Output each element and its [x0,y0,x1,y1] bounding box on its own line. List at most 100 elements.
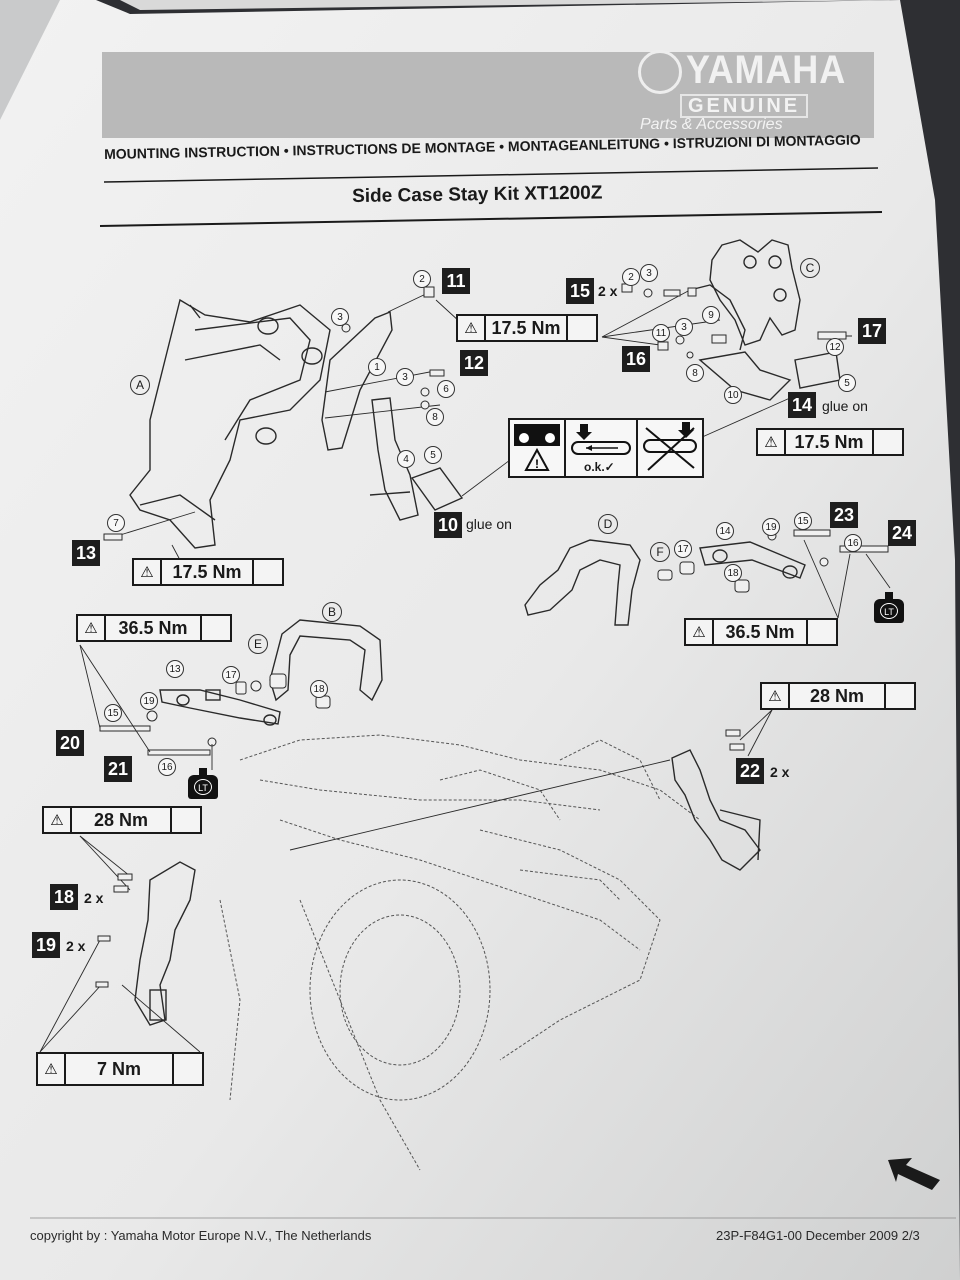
part-label-f: F [650,542,670,562]
part-number: 17 [674,540,692,558]
part-label-a: A [130,375,150,395]
torque-box: ⚠ 17.5 Nm [456,314,598,342]
motorcycle-warning-icon: ! [510,420,566,476]
bracket-b-drawing [159,619,383,726]
part-number: 11 [652,324,670,342]
part-number: 2 [413,270,431,288]
part-label-b: B [322,602,342,622]
motorcycle-outline [219,734,701,1171]
loctite-icon: LT [188,768,218,800]
step-19-mult: 2 x [66,938,86,954]
torque-value: 17.5 Nm [794,431,864,452]
warning-triangle-icon: ⚠ [44,808,72,832]
step-10: 10 [434,512,462,538]
warning-triangle-icon: ⚠ [686,620,714,644]
step-15: 15 [566,278,594,304]
torque-box: ⚠ 36.5 Nm [684,618,838,646]
part-number: 8 [686,364,704,382]
bracket-a-drawing [129,298,464,549]
ok-label: o.k.✓ [584,460,615,474]
part-number: 15 [794,512,812,530]
part-number: 2 [622,268,640,286]
warning-triangle-icon: ⚠ [78,616,106,640]
step-24: 24 [888,520,916,546]
torque-wrench-icon [252,560,282,584]
part-label-d: D [598,514,618,534]
part-number: 19 [762,518,780,536]
torque-box: ⚠ 28 Nm [760,682,916,710]
torque-wrench-icon [170,808,200,832]
step-22: 22 [736,758,764,784]
torque-box: ⚠ 28 Nm [42,806,202,834]
torque-wrench-icon [884,684,914,708]
part-number: 16 [844,534,862,552]
part-number: 5 [838,374,856,392]
step-10-note: glue on [466,516,512,532]
torque-wrench-icon [806,620,836,644]
torque-wrench-icon [172,1054,202,1084]
part-number: 3 [640,264,658,282]
loctite-label: LT [880,603,898,619]
torque-wrench-icon [566,316,596,340]
glue-not-ok-icon [638,420,704,476]
logo-parts-accessories: Parts & Accessories [640,116,783,133]
warning-triangle-icon: ⚠ [458,316,486,340]
part-number: 5 [424,446,442,464]
step-19: 19 [32,932,60,958]
step-14: 14 [788,392,816,418]
step-17: 17 [858,318,886,344]
torque-value: 36.5 Nm [118,617,188,638]
torque-box: ⚠ 7 Nm [36,1052,204,1086]
warning-triangle-icon: ⚠ [762,684,790,708]
part-number: 12 [826,338,844,356]
bracket-d-drawing [524,539,806,626]
tuning-fork-logo-icon [638,50,682,94]
torque-box: ⚠ 36.5 Nm [76,614,232,642]
torque-wrench-icon [200,616,230,640]
lower-left-bracket-drawing [134,861,196,1026]
torque-box: ⚠ 17.5 Nm [756,428,904,456]
part-number: 3 [396,368,414,386]
logo-brand: YAMAHA [686,48,847,92]
part-number: 1 [368,358,386,376]
part-number: 8 [426,408,444,426]
part-number: 4 [397,450,415,468]
part-number: 7 [107,514,125,532]
torque-wrench-icon [872,430,902,454]
part-number: 3 [331,308,349,326]
footer-docref: 23P-F84G1-00 December 2009 2/3 [716,1228,920,1243]
step-18: 18 [50,884,78,910]
step-20: 20 [56,730,84,756]
step-13: 13 [72,540,100,566]
bracket-c-drawing [689,239,841,401]
step-11: 11 [442,268,470,294]
torque-value: 7 Nm [96,1058,141,1079]
part-number: 16 [158,758,176,776]
part-number: 9 [702,306,720,324]
torque-value: 28 Nm [93,809,149,830]
document-title: Side Case Stay Kit XT1200Z [352,182,603,207]
part-number: 15 [104,704,122,722]
part-number: 19 [140,692,158,710]
arrow-up-left-icon-shape [888,1158,940,1190]
warning-triangle-icon: ⚠ [38,1054,66,1084]
step-22-mult: 2 x [770,764,790,780]
warning-triangle-icon: ⚠ [758,430,786,454]
step-15-mult: 2 x [598,283,618,299]
loctite-icon: LT [874,592,904,624]
lower-right-bracket-drawing [671,749,761,871]
step-21: 21 [104,756,132,782]
svg-text:!: ! [535,457,539,471]
step-14-note: glue on [822,398,868,414]
torque-box: ⚠ 17.5 Nm [132,558,284,586]
part-number: 3 [675,318,693,336]
part-number: 10 [724,386,742,404]
part-number: 13 [166,660,184,678]
torque-value: 28 Nm [809,685,865,706]
logo-genuine: GENUINE [680,94,809,118]
glue-ok-icon [566,420,638,476]
step-12: 12 [460,350,488,376]
footer-copyright: copyright by : Yamaha Motor Europe N.V.,… [30,1228,372,1243]
part-number: 14 [716,522,734,540]
